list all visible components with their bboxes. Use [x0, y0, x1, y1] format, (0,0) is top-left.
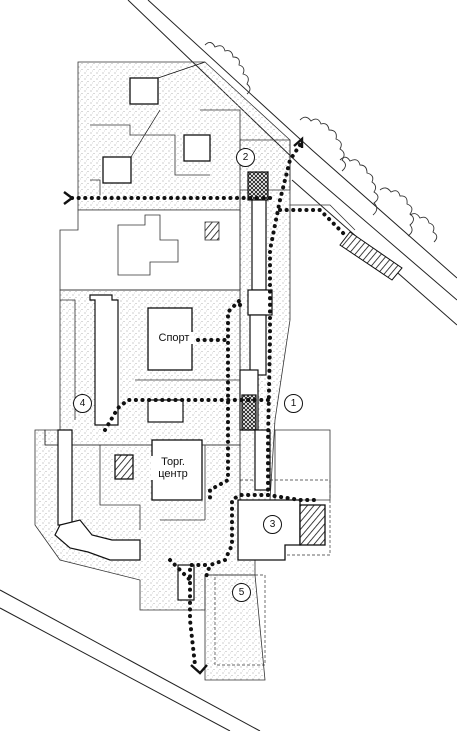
- marker-5: 5: [232, 583, 251, 602]
- pedestrian-routes: [70, 143, 347, 667]
- marker-2: 2: [236, 148, 255, 167]
- route-arrows: [63, 136, 304, 675]
- cottages: [102, 61, 211, 184]
- trade-center-label-line2: центр: [158, 468, 188, 481]
- trade-center-label: Торг. центр: [151, 456, 195, 481]
- block-3: [237, 499, 326, 561]
- marker-3: 3: [263, 515, 282, 534]
- sport-label: Спорт: [154, 332, 194, 345]
- arrow-down-icon: [190, 664, 208, 675]
- parking-lot: [339, 231, 403, 281]
- trade-center-label-line1: Торг.: [161, 456, 185, 468]
- paths-internal: [60, 204, 356, 530]
- road-bottom-left: [0, 589, 261, 731]
- marker-4: 4: [73, 394, 92, 413]
- arrow-top-icon: [293, 136, 304, 148]
- marker-1: 1: [284, 394, 303, 413]
- arrow-left-icon: [63, 191, 73, 205]
- cross-building: [117, 214, 220, 276]
- tree-belt: [204, 42, 438, 243]
